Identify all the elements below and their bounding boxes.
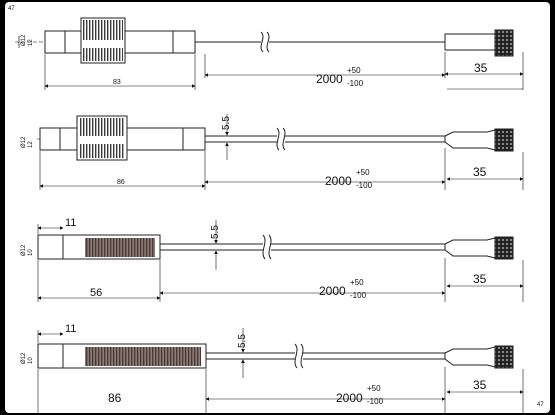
dim-dia-left: Ø12 xyxy=(21,34,27,46)
dim-overall: 86 xyxy=(108,391,122,405)
dim-dia-left: Ø12 xyxy=(21,244,27,256)
dim-cable-len: 2000 xyxy=(325,174,352,188)
dim-overall: 86 xyxy=(117,179,125,186)
dim-tol-minus: -100 xyxy=(347,79,364,88)
dim-tol-plus: +50 xyxy=(367,384,381,393)
connector-knurl xyxy=(494,236,514,260)
connector-knurl xyxy=(494,345,514,369)
threaded-section xyxy=(85,238,155,257)
drawing-4: Ø12 10 11 86 5.5 2000 +50 -100 35 xyxy=(21,323,524,413)
dim-overall: 56 xyxy=(90,287,102,299)
drawing-sheet: 47 47 Ø12 12 xyxy=(5,2,550,413)
dim-tol-minus: -100 xyxy=(367,397,384,406)
drawing-2: Ø12 12 86 5.5 2000 +50 -100 35 xyxy=(21,114,524,190)
dim-cable-dia: 5.5 xyxy=(210,225,221,239)
thread-lower xyxy=(83,48,123,61)
connector-body xyxy=(444,129,496,151)
dim-cable-dia: 5.5 xyxy=(221,116,232,130)
connector-body xyxy=(444,33,496,51)
drawing-3: Ø12 10 11 56 5.5 2000 +50 -100 35 xyxy=(21,217,524,302)
dim-cable-len: 2000 xyxy=(316,72,343,86)
connector-body xyxy=(444,346,496,368)
connector-knurl xyxy=(494,29,514,57)
dim-dia-left: Ø12 xyxy=(21,136,27,148)
dim-overall: 83 xyxy=(113,79,121,86)
drawing-1: Ø12 12 83 2000 +50 -100 35 xyxy=(15,17,524,90)
technical-drawing: 47 47 Ø12 12 xyxy=(8,6,544,413)
dim-tol-minus: -100 xyxy=(356,181,373,190)
dim-tol-plus: +50 xyxy=(347,66,361,75)
connector-body xyxy=(444,237,496,259)
dim-tol-plus: +50 xyxy=(350,278,364,287)
dim-dia-small: 10 xyxy=(28,249,34,256)
dim-connector-len: 35 xyxy=(473,272,487,286)
dim-dia-small: 12 xyxy=(28,39,34,46)
dim-cable-len: 2000 xyxy=(319,284,346,298)
dim-connector-len: 35 xyxy=(473,165,487,179)
corner-mark-top-left: 47 xyxy=(8,6,15,12)
break-mark xyxy=(260,31,264,53)
connector-knurl xyxy=(494,128,514,152)
dim-connector-len: 35 xyxy=(473,378,487,392)
dim-dia-small: 12 xyxy=(28,141,34,148)
corner-mark-bottom-right: 47 xyxy=(537,402,544,408)
dim-body-len: 11 xyxy=(65,217,76,229)
dim-cable-len: 2000 xyxy=(336,391,363,405)
dim-dia-small: 10 xyxy=(28,357,34,364)
dim-tol-plus: +50 xyxy=(356,168,370,177)
threaded-section xyxy=(85,347,201,366)
dim-dia-left: Ø12 xyxy=(21,352,27,364)
dim-tol-minus: -100 xyxy=(350,291,367,300)
dim-connector-len: 35 xyxy=(474,61,488,75)
dim-cable-dia: 5.5 xyxy=(237,334,248,348)
thread-upper xyxy=(83,20,123,40)
dim-body-len: 11 xyxy=(65,323,76,335)
